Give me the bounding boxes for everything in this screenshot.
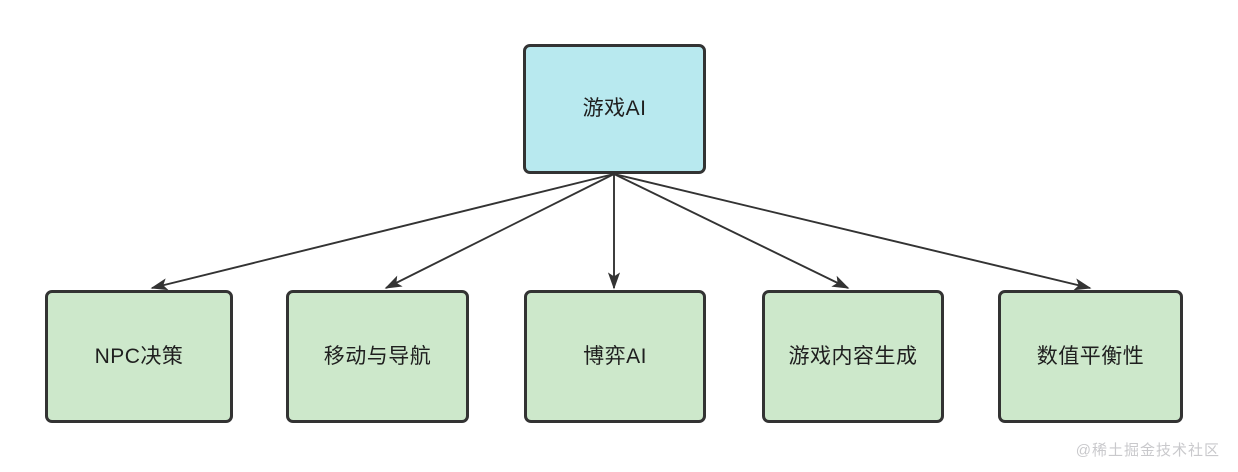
- node-movement-navigation[interactable]: 移动与导航: [286, 290, 469, 423]
- node-label-root: 游戏AI: [582, 97, 647, 121]
- node-label-game-content-generation: 游戏内容生成: [788, 344, 918, 368]
- edge-root-to-npc-decision: [150, 173, 615, 291]
- edge-root-to-movement-navigation: [384, 173, 615, 289]
- edge-root-to-content-generation: [613, 173, 850, 289]
- node-game-content-generation[interactable]: 游戏内容生成: [762, 290, 944, 423]
- node-label-npc-decision: NPC决策: [94, 344, 184, 368]
- watermark-text: @稀土掘金技术社区: [1075, 442, 1220, 459]
- node-label-movement-navigation: 移动与导航: [323, 344, 432, 368]
- node-label-value-balance: 数值平衡性: [1036, 344, 1145, 368]
- node-game-theory-ai[interactable]: 博弈AI: [524, 290, 706, 423]
- node-value-balance[interactable]: 数值平衡性: [998, 290, 1183, 423]
- node-npc-decision[interactable]: NPC决策: [45, 290, 233, 423]
- edge-root-to-value-balance: [613, 173, 1092, 291]
- node-game-ai-root[interactable]: 游戏AI: [523, 44, 706, 174]
- node-label-game-theory-ai: 博弈AI: [583, 344, 647, 368]
